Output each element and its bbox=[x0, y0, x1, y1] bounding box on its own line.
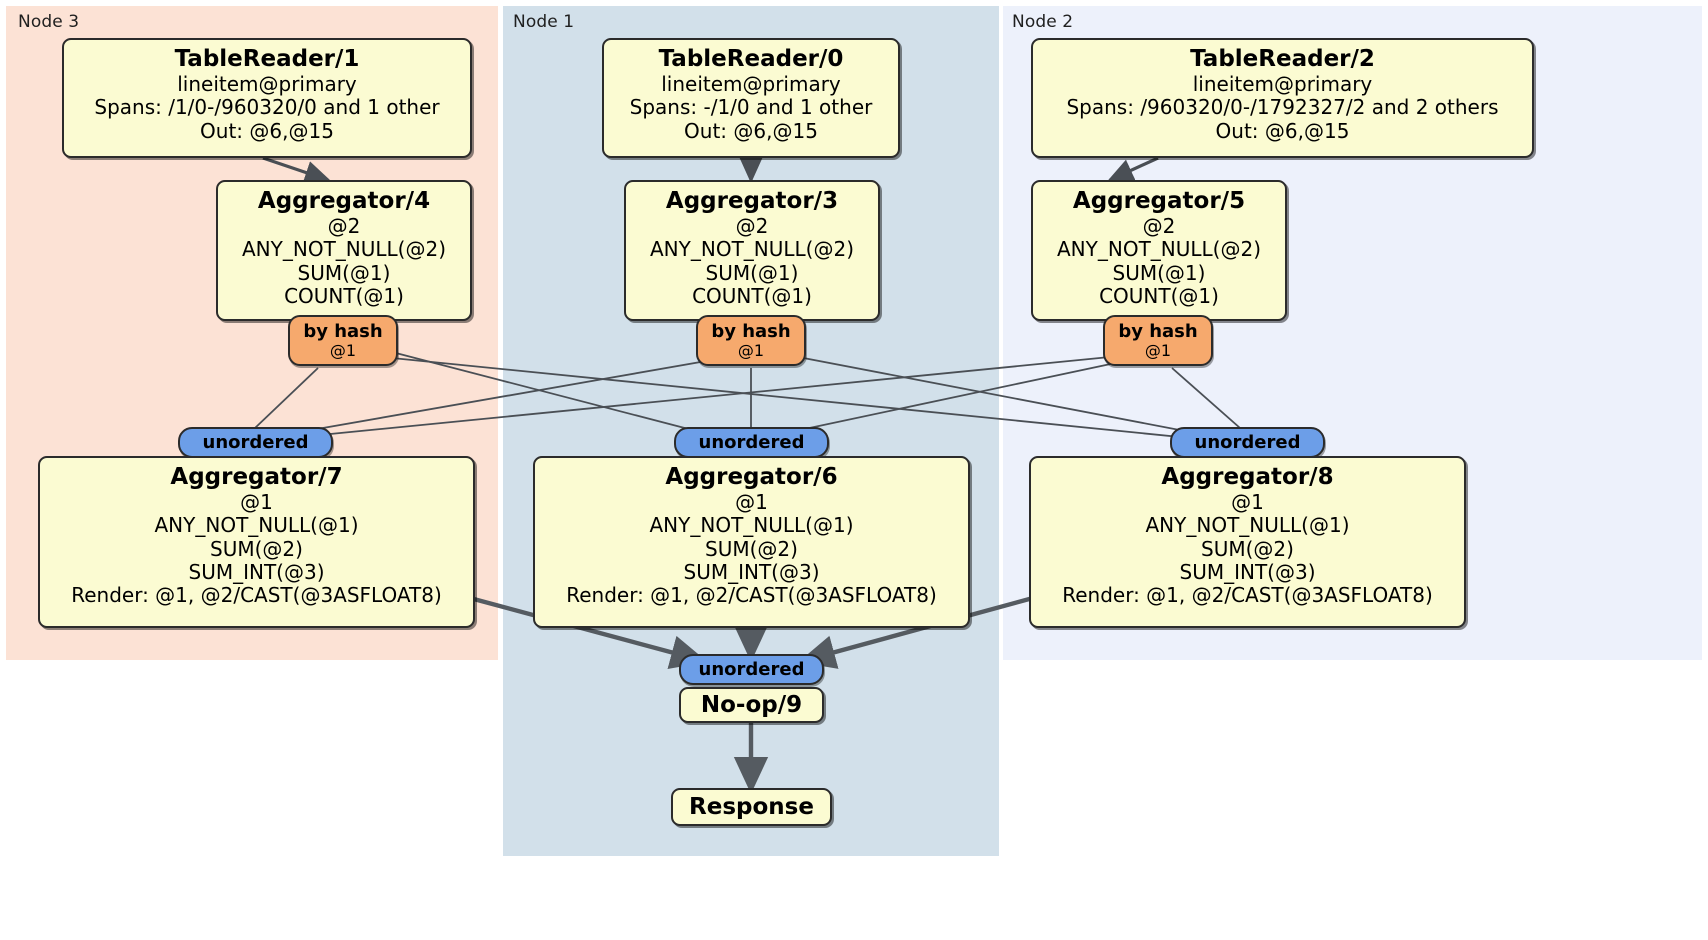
processor-aggregator-8[interactable]: Aggregator/8 @1 ANY_NOT_NULL(@1) SUM(@2)… bbox=[1029, 456, 1466, 628]
processor-detail: ANY_NOT_NULL(@1) bbox=[154, 513, 359, 538]
router-type-label: by hash bbox=[1118, 320, 1198, 342]
processor-detail: lineitem@primary bbox=[177, 72, 357, 97]
processor-detail: lineitem@primary bbox=[1192, 72, 1373, 97]
processor-detail: lineitem@primary bbox=[661, 72, 841, 97]
processor-detail: SUM_INT(@3) bbox=[683, 559, 820, 584]
processor-detail: Render: @1, @2/CAST(@3ASFLOAT8) bbox=[71, 582, 442, 607]
processor-detail: Render: @1, @2/CAST(@3ASFLOAT8) bbox=[566, 582, 937, 607]
node-label-node3: Node 3 bbox=[18, 12, 80, 32]
node-label-node1: Node 1 bbox=[513, 12, 575, 32]
processor-noop-9[interactable]: No-op/9 bbox=[679, 687, 824, 723]
processor-title: Aggregator/8 bbox=[1161, 464, 1334, 490]
router-by-hash-node1[interactable]: by hash @1 bbox=[696, 315, 806, 366]
processor-title: TableReader/2 bbox=[1190, 46, 1375, 72]
processor-tablereader-2[interactable]: TableReader/2 lineitem@primary Spans: /9… bbox=[1031, 38, 1534, 158]
processor-title: Aggregator/5 bbox=[1072, 188, 1246, 214]
processor-aggregator-4[interactable]: Aggregator/4 @2 ANY_NOT_NULL(@2) SUM(@1)… bbox=[216, 180, 472, 321]
processor-title: Aggregator/6 bbox=[665, 464, 838, 490]
router-type-label: by hash bbox=[303, 320, 383, 342]
processor-detail: Out: @6,@15 bbox=[200, 118, 334, 143]
synchronizer-unordered-node1[interactable]: unordered bbox=[674, 427, 829, 458]
processor-detail: SUM(@2) bbox=[1201, 536, 1294, 561]
processor-detail: @2 bbox=[327, 214, 361, 239]
processor-detail: ANY_NOT_NULL(@2) bbox=[242, 237, 446, 262]
processor-detail: COUNT(@1) bbox=[284, 283, 404, 308]
processor-detail: Spans: -/1/0 and 1 other bbox=[629, 95, 873, 120]
node-label-node2: Node 2 bbox=[1012, 12, 1074, 32]
processor-title: Aggregator/3 bbox=[665, 188, 839, 214]
processor-title: TableReader/0 bbox=[658, 46, 844, 72]
processor-aggregator-5[interactable]: Aggregator/5 @2 ANY_NOT_NULL(@2) SUM(@1)… bbox=[1031, 180, 1287, 321]
processor-detail: ANY_NOT_NULL(@1) bbox=[1145, 513, 1350, 538]
processor-detail: SUM(@2) bbox=[210, 536, 303, 561]
processor-detail: COUNT(@1) bbox=[692, 283, 812, 308]
processor-detail: ANY_NOT_NULL(@2) bbox=[1057, 237, 1261, 262]
router-by-hash-node2[interactable]: by hash @1 bbox=[1103, 315, 1213, 366]
processor-detail: ANY_NOT_NULL(@2) bbox=[650, 237, 854, 262]
synchronizer-unordered-node2[interactable]: unordered bbox=[1170, 427, 1325, 458]
processor-detail: Out: @6,@15 bbox=[684, 118, 818, 143]
processor-detail: SUM(@1) bbox=[1112, 260, 1206, 285]
processor-detail: Render: @1, @2/CAST(@3ASFLOAT8) bbox=[1062, 582, 1433, 607]
processor-title: Aggregator/4 bbox=[257, 188, 431, 214]
processor-aggregator-7[interactable]: Aggregator/7 @1 ANY_NOT_NULL(@1) SUM(@2)… bbox=[38, 456, 475, 628]
synchronizer-unordered-node3[interactable]: unordered bbox=[178, 427, 333, 458]
processor-detail: @1 bbox=[1231, 490, 1264, 515]
processor-response[interactable]: Response bbox=[671, 788, 832, 826]
processor-detail: @2 bbox=[735, 214, 769, 239]
router-by-hash-node3[interactable]: by hash @1 bbox=[288, 315, 398, 366]
processor-detail: Out: @6,@15 bbox=[1215, 118, 1350, 143]
processor-detail: @1 bbox=[240, 490, 273, 515]
processor-detail: SUM(@2) bbox=[705, 536, 798, 561]
synchronizer-unordered-final[interactable]: unordered bbox=[679, 654, 824, 685]
processor-detail: SUM(@1) bbox=[705, 260, 799, 285]
processor-title: TableReader/1 bbox=[174, 46, 360, 72]
processor-detail: Spans: /1/0-/960320/0 and 1 other bbox=[94, 95, 440, 120]
processor-tablereader-0[interactable]: TableReader/0 lineitem@primary Spans: -/… bbox=[602, 38, 900, 158]
processor-title: Aggregator/7 bbox=[170, 464, 343, 490]
processor-detail: ANY_NOT_NULL(@1) bbox=[649, 513, 854, 538]
processor-detail: SUM(@1) bbox=[297, 260, 391, 285]
processor-detail: SUM_INT(@3) bbox=[188, 559, 325, 584]
router-column-label: @1 bbox=[329, 340, 357, 360]
router-column-label: @1 bbox=[737, 340, 765, 360]
processor-aggregator-6[interactable]: Aggregator/6 @1 ANY_NOT_NULL(@1) SUM(@2)… bbox=[533, 456, 970, 628]
processor-detail: COUNT(@1) bbox=[1099, 283, 1219, 308]
router-type-label: by hash bbox=[711, 320, 791, 342]
processor-aggregator-3[interactable]: Aggregator/3 @2 ANY_NOT_NULL(@2) SUM(@1)… bbox=[624, 180, 880, 321]
processor-detail: Spans: /960320/0-/1792327/2 and 2 others bbox=[1066, 95, 1499, 120]
processor-detail: @2 bbox=[1142, 214, 1176, 239]
processor-detail: @1 bbox=[735, 490, 768, 515]
processor-detail: SUM_INT(@3) bbox=[1179, 559, 1316, 584]
router-column-label: @1 bbox=[1144, 340, 1172, 360]
processor-tablereader-1[interactable]: TableReader/1 lineitem@primary Spans: /1… bbox=[62, 38, 472, 158]
